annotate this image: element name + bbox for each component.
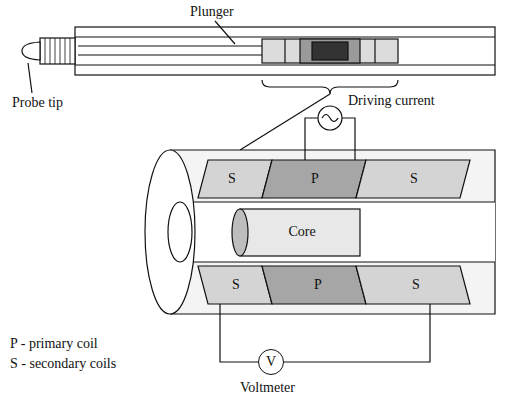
coil-divider bbox=[374, 39, 375, 63]
coil-letter: S bbox=[228, 171, 236, 187]
ac-source bbox=[318, 106, 342, 130]
coil-letter: S bbox=[410, 171, 418, 187]
probe-body bbox=[75, 27, 495, 75]
thread-ridges bbox=[45, 38, 70, 64]
bore-line bbox=[75, 36, 495, 37]
bracket bbox=[262, 80, 398, 94]
core bbox=[312, 42, 348, 60]
coil-letter: S bbox=[232, 277, 240, 293]
probe-tip bbox=[22, 42, 40, 60]
meter-letter: V bbox=[266, 354, 276, 370]
leader-line bbox=[215, 21, 235, 44]
thread bbox=[40, 38, 75, 64]
part-label: Driving current bbox=[348, 93, 435, 109]
tube-end bbox=[145, 150, 195, 314]
coil-divider bbox=[284, 39, 285, 63]
part-label: S - secondary coils bbox=[10, 356, 116, 372]
leader-line bbox=[240, 94, 330, 150]
coil-assembly bbox=[262, 39, 398, 63]
part-label: Plunger bbox=[190, 4, 234, 20]
primary-coil bbox=[300, 39, 360, 63]
voltmeter-symbol: V bbox=[258, 349, 284, 375]
part-label: Voltmeter bbox=[240, 380, 295, 396]
primary-coil bbox=[262, 266, 366, 304]
primary-coil bbox=[262, 160, 366, 198]
bore-line bbox=[180, 261, 495, 262]
coil-letter: P bbox=[314, 277, 322, 293]
wire bbox=[305, 118, 318, 160]
part-label: P - primary coil bbox=[10, 336, 98, 352]
part-label: Probe tip bbox=[12, 95, 63, 111]
coil-letter: S bbox=[412, 277, 420, 293]
core bbox=[240, 209, 360, 256]
wire bbox=[220, 304, 258, 362]
plunger-rod bbox=[78, 45, 262, 46]
secondary-coil bbox=[356, 266, 470, 304]
bore-opening bbox=[168, 202, 192, 262]
ac-symbol bbox=[322, 115, 338, 122]
wire bbox=[342, 118, 355, 160]
bore-line bbox=[180, 201, 495, 202]
tube bbox=[170, 150, 495, 314]
wire bbox=[284, 304, 430, 362]
coil-letter: Core bbox=[288, 224, 315, 240]
coil-letter: P bbox=[311, 171, 319, 187]
secondary-coil bbox=[356, 160, 470, 198]
core-end bbox=[232, 209, 248, 256]
plunger-rod bbox=[78, 54, 262, 55]
bore-line bbox=[75, 64, 495, 65]
secondary-coil bbox=[198, 160, 272, 198]
leader-line bbox=[28, 63, 32, 93]
secondary-coil bbox=[198, 266, 272, 304]
